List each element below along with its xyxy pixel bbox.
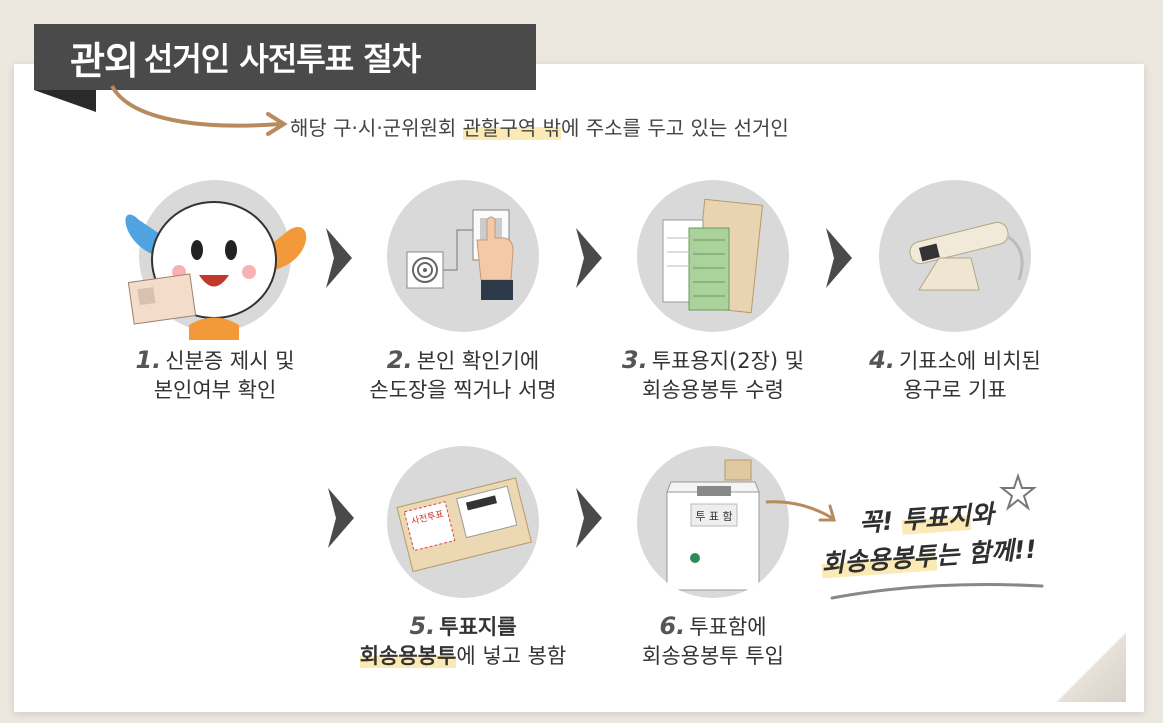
envelope-icon: 사전투표 bbox=[396, 477, 532, 573]
step-3-line2: 회송용봉투 수령 bbox=[642, 378, 784, 402]
subtitle: 해당 구·시·군위원회 관할구역 밖에 주소를 두고 있는 선거인 bbox=[290, 112, 789, 141]
note-line2-highlight: 회송용봉투 bbox=[820, 541, 938, 579]
step-4-line2: 용구로 기표 bbox=[903, 378, 1007, 402]
step-6: 투 표 함 6.투표함에 회송용봉투 투입 bbox=[598, 446, 828, 671]
step-1-label: 1.신분증 제시 및 본인여부 확인 bbox=[100, 346, 330, 405]
step-5: 사전투표 5.투표지를 회송용봉투에 넣고 봉함 bbox=[348, 446, 578, 671]
mascot-icon bbox=[125, 201, 307, 340]
step-4-label: 4.기표소에 비치된 용구로 기표 bbox=[840, 346, 1070, 405]
chevron-right-icon bbox=[326, 228, 352, 288]
fingerprint-icon bbox=[406, 209, 514, 300]
step-1-line2: 본인여부 확인 bbox=[153, 378, 277, 402]
step-1-line1: 신분증 제시 및 bbox=[165, 349, 295, 373]
step-2-line2: 손도장을 찍거나 서명 bbox=[369, 378, 557, 402]
step-3-line1: 투표용지(2장) 및 bbox=[651, 349, 805, 373]
swoosh-decoration bbox=[830, 583, 1044, 600]
subtitle-arrow-icon bbox=[110, 84, 288, 136]
step-6-label: 6.투표함에 회송용봉투 투입 bbox=[598, 612, 828, 671]
note-arrow-icon bbox=[765, 500, 836, 522]
ballot-box-label: 투 표 함 bbox=[695, 510, 732, 523]
chevron-right-icon bbox=[576, 228, 602, 288]
ballot-papers-icon bbox=[662, 198, 764, 314]
step-4-circle bbox=[879, 180, 1031, 332]
note-line1-highlight: 투표지 bbox=[900, 500, 972, 535]
step-3-label: 3.투표용지(2장) 및 회송용봉투 수령 bbox=[598, 346, 828, 405]
step-6-line1: 투표함에 bbox=[689, 615, 767, 639]
step-3: 3.투표용지(2장) 및 회송용봉투 수령 bbox=[598, 180, 828, 405]
content-panel bbox=[14, 64, 1144, 712]
subtitle-highlight: 관할구역 밖 bbox=[462, 116, 561, 140]
step-5-line2-rest: 에 넣고 봉함 bbox=[456, 644, 567, 668]
chevron-right-icon bbox=[328, 488, 354, 548]
chevron-right-icon bbox=[826, 228, 852, 288]
step-2-line1: 본인 확인기에 bbox=[416, 349, 540, 373]
step-2-label: 2.본인 확인기에 손도장을 찍거나 서명 bbox=[348, 346, 578, 405]
step-3-circle bbox=[637, 180, 789, 332]
step-1-circle bbox=[125, 180, 307, 340]
step-2-circle bbox=[387, 180, 539, 332]
title-rest: 선거인 사전투표 절차 bbox=[143, 40, 421, 78]
title-banner: 관외 선거인 사전투표 절차 bbox=[34, 24, 536, 90]
note-line2-b: 는 함께!! bbox=[935, 534, 1038, 571]
note-line1-a: 꼭! bbox=[857, 505, 904, 538]
ballot-box-icon: 투 표 함 bbox=[666, 459, 760, 591]
page-curl bbox=[1056, 632, 1126, 702]
title-strong: 관외 bbox=[70, 38, 139, 83]
step-4: 4.기표소에 비치된 용구로 기표 bbox=[840, 180, 1070, 405]
step-6-circle: 투 표 함 bbox=[637, 446, 789, 598]
note-line1-b: 와 bbox=[969, 499, 995, 530]
step-2: 2.본인 확인기에 손도장을 찍거나 서명 bbox=[348, 180, 578, 405]
chevron-right-icon bbox=[576, 488, 602, 548]
step-4-line1: 기표소에 비치된 bbox=[898, 349, 1041, 373]
step-6-num: 6. bbox=[659, 612, 686, 640]
step-3-num: 3. bbox=[621, 346, 648, 374]
step-5-circle: 사전투표 bbox=[387, 446, 539, 598]
star-icon bbox=[999, 472, 1037, 511]
step-6-line2: 회송용봉투 투입 bbox=[642, 644, 784, 668]
subtitle-after: 에 주소를 두고 있는 선거인 bbox=[561, 116, 789, 140]
step-5-line2-highlight: 회송용봉투 bbox=[359, 644, 457, 668]
step-5-label: 5.투표지를 회송용봉투에 넣고 봉함 bbox=[348, 612, 578, 671]
stamp-icon bbox=[909, 221, 1024, 291]
subtitle-before: 해당 구·시·군위원회 bbox=[290, 116, 463, 140]
title-fold bbox=[34, 90, 96, 112]
step-5-line1: 투표지를 bbox=[439, 615, 517, 639]
step-1-num: 1. bbox=[135, 346, 162, 374]
step-1: 1.신분증 제시 및 본인여부 확인 bbox=[100, 180, 330, 405]
step-2-num: 2. bbox=[386, 346, 413, 374]
step-5-num: 5. bbox=[409, 612, 436, 640]
step-4-num: 4. bbox=[869, 346, 895, 374]
